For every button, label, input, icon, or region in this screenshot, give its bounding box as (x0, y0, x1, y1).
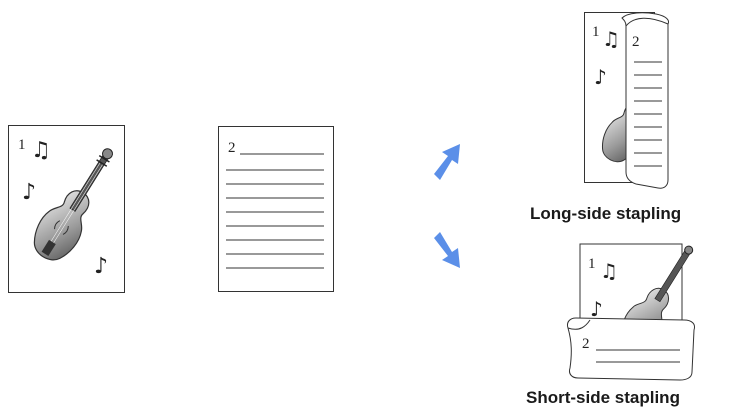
page-number: 2 (582, 336, 590, 352)
music-note: ♫ (602, 27, 620, 51)
page-number: 2 (632, 34, 640, 50)
source-page-2: 2 (218, 126, 334, 292)
arrow-up-right-icon (432, 140, 464, 182)
violin-icon (33, 148, 114, 261)
long-side-stapling-caption: Long-side stapling (530, 204, 682, 223)
short-side-stapling-illustration: 1 ♫ ♪ 2 (566, 242, 702, 382)
page-number: 2 (228, 140, 236, 156)
music-note: ♫ (600, 259, 618, 283)
long-side-stapling-illustration: 1 ♫ ♪ 2 (584, 12, 674, 190)
music-note: ♪ (590, 297, 603, 321)
music-note: ♪ (22, 180, 36, 205)
music-note: ♪ (94, 254, 108, 279)
page-number: 1 (588, 256, 596, 272)
page-number: 1 (18, 137, 26, 153)
page-number: 1 (592, 24, 600, 40)
short-side-stapling-caption: Short-side stapling (526, 388, 680, 407)
music-note: ♪ (594, 65, 607, 89)
arrow-down-right-icon (432, 230, 464, 272)
music-note: ♫ (31, 138, 51, 163)
source-page-1: 1 ♫ ♪ ♪ (8, 125, 125, 293)
